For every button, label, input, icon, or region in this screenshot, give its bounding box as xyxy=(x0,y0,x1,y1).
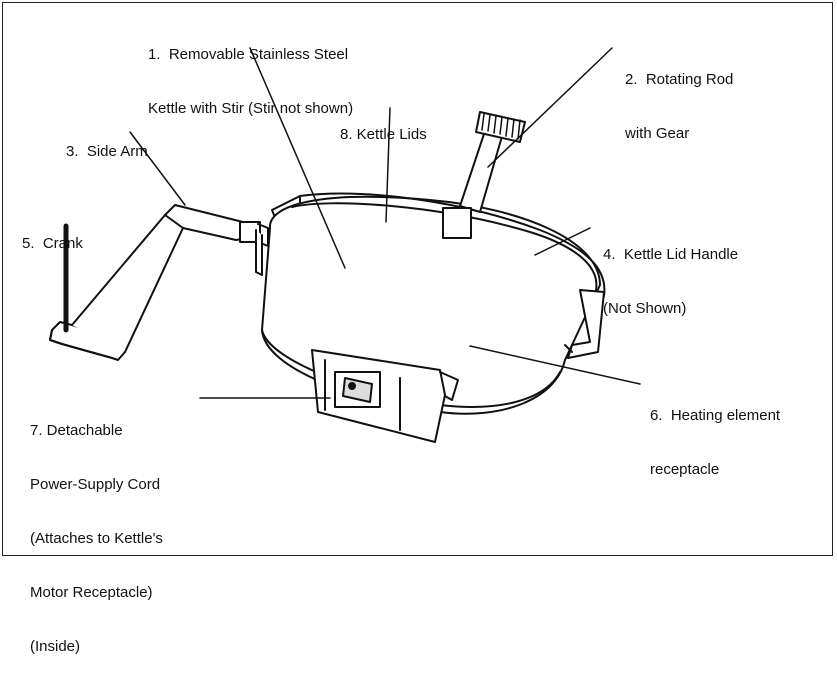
label-crank: 5. Crank xyxy=(22,235,83,252)
diagram-frame xyxy=(2,2,833,556)
side-arm-connector xyxy=(239,221,269,247)
label-power-cord: 7. Detachable Power-Supply Cord (Attache… xyxy=(30,422,163,655)
rotating-rod xyxy=(442,111,526,239)
right-bracket xyxy=(564,289,605,359)
label-kettle-lids: 8. Kettle Lids xyxy=(340,126,427,143)
leader-heating xyxy=(469,345,641,385)
label-heating-element: 6. Heating element receptacle xyxy=(650,407,781,478)
leader-lid-handle xyxy=(534,227,591,256)
label-rotating-rod: 2. Rotating Rod with Gear xyxy=(625,71,734,142)
leader-kettle xyxy=(249,47,346,269)
popcorn-machine-drawing xyxy=(49,47,641,443)
leader-rod xyxy=(487,47,613,168)
label-side-arm: 3. Side Arm xyxy=(66,143,148,160)
label-kettle: 1. Removable Stainless Steel Kettle with… xyxy=(148,46,354,117)
leader-side-arm xyxy=(129,131,186,206)
leader-lines xyxy=(63,47,641,399)
power-receptacle xyxy=(311,349,459,443)
leader-lids xyxy=(385,107,391,223)
label-lid-handle: 4. Kettle Lid Handle (Not Shown) xyxy=(603,246,739,317)
